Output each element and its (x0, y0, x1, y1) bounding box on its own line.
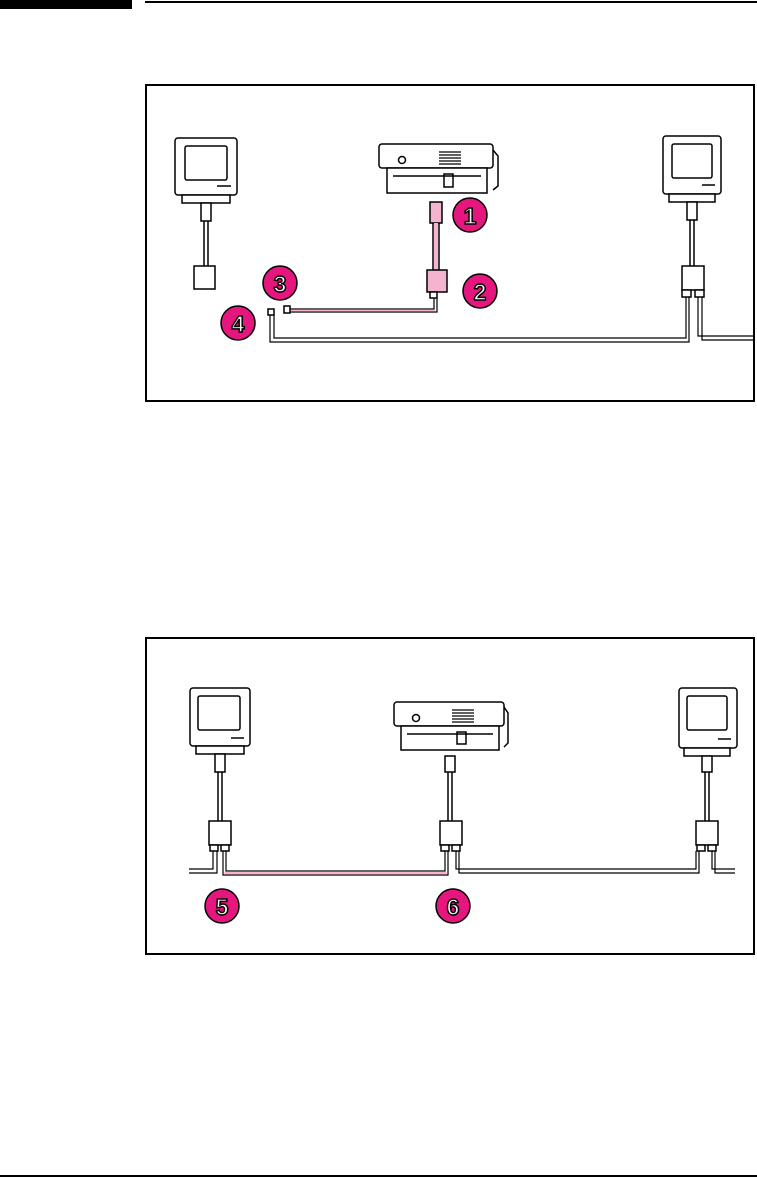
computer-left-icon (175, 138, 237, 203)
network-cable (456, 851, 699, 873)
computer-left-plug (201, 203, 211, 221)
printer-cable (448, 772, 452, 821)
highlighted-cable (223, 851, 448, 875)
callout-2: 2 (463, 274, 497, 308)
callout-3: 3 (263, 266, 297, 300)
computer-left-icon (190, 688, 250, 754)
callout-4: 4 (221, 306, 255, 340)
callout-5: 5 (205, 889, 239, 923)
network-diagram-2: 5 6 (145, 637, 755, 955)
network-diagram-1: 1 2 3 4 (145, 84, 755, 402)
computer-right-icon (663, 136, 721, 202)
computer-left-plug (215, 754, 225, 772)
computer-left-cable (204, 221, 208, 266)
printer-icon (394, 702, 508, 750)
diagram-2-drawing: 5 6 (147, 639, 753, 953)
computer-right-plug (702, 756, 712, 772)
printer-connector-box (427, 270, 447, 292)
printer-connector-port (430, 292, 437, 298)
computer-left-cable (218, 772, 222, 821)
connector-end-3 (284, 306, 290, 313)
computer-right-icon (679, 688, 737, 756)
callout-1: 1 (453, 198, 487, 232)
computer-left-connector-box (209, 821, 231, 845)
callout-2-label: 2 (474, 279, 487, 305)
header-rule (145, 1, 757, 3)
computer-right-plug (687, 202, 697, 220)
computer-left-connector-box (194, 266, 215, 289)
callout-6-label: 6 (447, 894, 460, 920)
header-bar (0, 0, 132, 9)
footer-rule (0, 1175, 757, 1177)
callout-4-label: 4 (232, 311, 245, 337)
printer-icon (379, 144, 498, 193)
callout-6: 6 (436, 889, 470, 923)
computer-right-cable (705, 772, 709, 821)
callout-5-label: 5 (216, 894, 229, 920)
printer-plug (445, 756, 455, 772)
callout-3-label: 3 (274, 271, 287, 297)
callout-1-label: 1 (464, 203, 477, 229)
computer-right-cable (690, 220, 694, 266)
printer-plug (430, 202, 442, 223)
computer-right-connector-box (682, 266, 704, 290)
computer-right-connector-box (696, 821, 718, 845)
connector-end-4 (268, 309, 274, 315)
diagram-1-drawing: 1 2 3 4 (147, 86, 753, 400)
printer-connector-box (440, 821, 462, 845)
